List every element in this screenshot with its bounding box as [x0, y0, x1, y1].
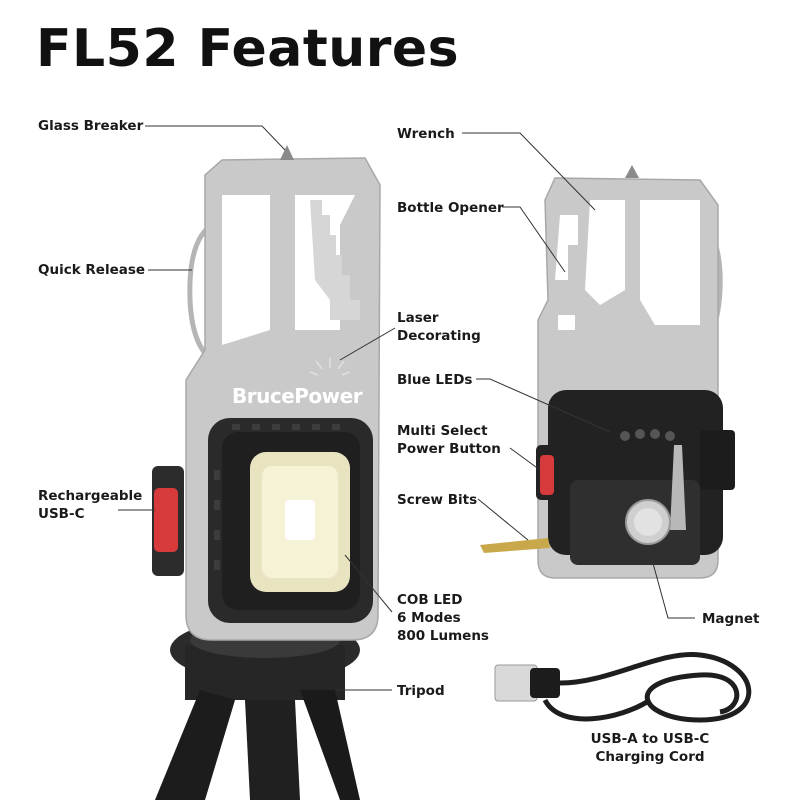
label-laser-line2: Decorating [397, 328, 481, 344]
label-cord-line2: Charging Cord [595, 749, 705, 765]
brand-logo: BrucePower [232, 384, 363, 408]
page-title: FL52 Features [36, 19, 460, 79]
label-multi-select: Multi Select Power Button [397, 422, 501, 458]
label-cob-line3: 800 Lumens [397, 628, 489, 644]
label-charging-cord: USB-A to USB-C Charging Cord [560, 730, 740, 766]
label-multi-line2: Power Button [397, 441, 501, 457]
label-magnet: Magnet [702, 611, 760, 627]
front-light-illustration [152, 145, 381, 641]
label-tripod: Tripod [397, 683, 445, 699]
leader-lines [118, 125, 695, 691]
label-bottle-opener: Bottle Opener [397, 200, 504, 216]
label-multi-line1: Multi Select [397, 423, 488, 439]
label-cob-line2: 6 Modes [397, 610, 461, 626]
tripod-illustration [155, 618, 360, 800]
label-wrench: Wrench [397, 126, 455, 142]
label-laser-decorating: Laser Decorating [397, 309, 481, 345]
label-rechargeable: Rechargeable USB-C [38, 487, 142, 523]
label-glass-breaker: Glass Breaker [38, 118, 144, 134]
label-cob-led: COB LED 6 Modes 800 Lumens [397, 591, 489, 645]
label-laser-line1: Laser [397, 310, 439, 326]
back-light-illustration [480, 165, 735, 579]
label-cob-line1: COB LED [397, 592, 463, 608]
label-rechargeable-line1: Rechargeable [38, 488, 143, 504]
label-blue-leds: Blue LEDs [397, 372, 473, 388]
label-quick-release: Quick Release [38, 262, 146, 278]
label-rechargeable-line2: USB-C [38, 506, 85, 522]
label-cord-line1: USB-A to USB-C [590, 731, 710, 747]
label-screw-bits: Screw Bits [397, 492, 478, 508]
usb-cable-illustration [494, 651, 752, 723]
